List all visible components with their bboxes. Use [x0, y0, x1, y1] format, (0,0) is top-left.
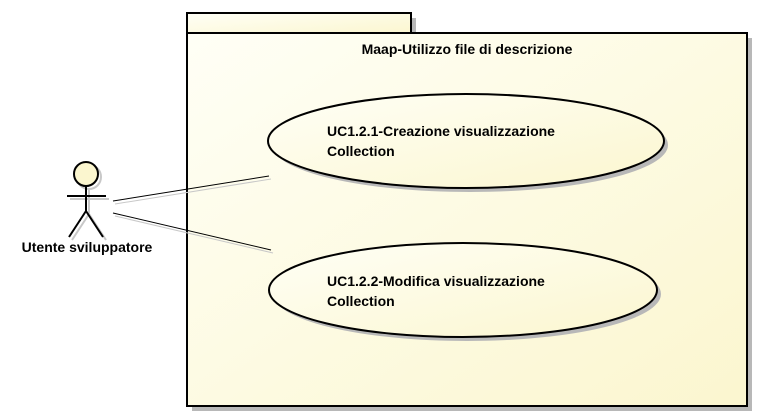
association-1[interactable] [112, 175, 272, 205]
stick-figure-icon [67, 161, 106, 238]
use-case-ellipse [267, 93, 665, 189]
use-case-2[interactable]: UC1.2.2-Modifica visualizzazione Collect… [268, 242, 661, 341]
package-tab [186, 12, 412, 35]
package-body [186, 32, 748, 407]
use-case-label-line1: UC1.2.1-Creazione visualizzazione [327, 123, 555, 139]
use-case-ellipse [268, 242, 658, 338]
package-title: Maap-Utilizzo file di descrizione [362, 41, 573, 57]
use-case-1[interactable]: UC1.2.1-Creazione visualizzazione Collec… [267, 93, 668, 192]
actor-name: Utente sviluppatore [22, 239, 153, 255]
use-case-label-line2: Collection [327, 143, 395, 159]
association-2[interactable] [112, 212, 274, 254]
actor-utente-sviluppatore[interactable]: Utente sviluppatore [22, 161, 153, 255]
use-case-label-line2: Collection [327, 293, 395, 309]
use-case-label-line1: UC1.2.2-Modifica visualizzazione [327, 273, 545, 289]
package-frame[interactable]: Maap-Utilizzo file di descrizione [186, 12, 752, 411]
